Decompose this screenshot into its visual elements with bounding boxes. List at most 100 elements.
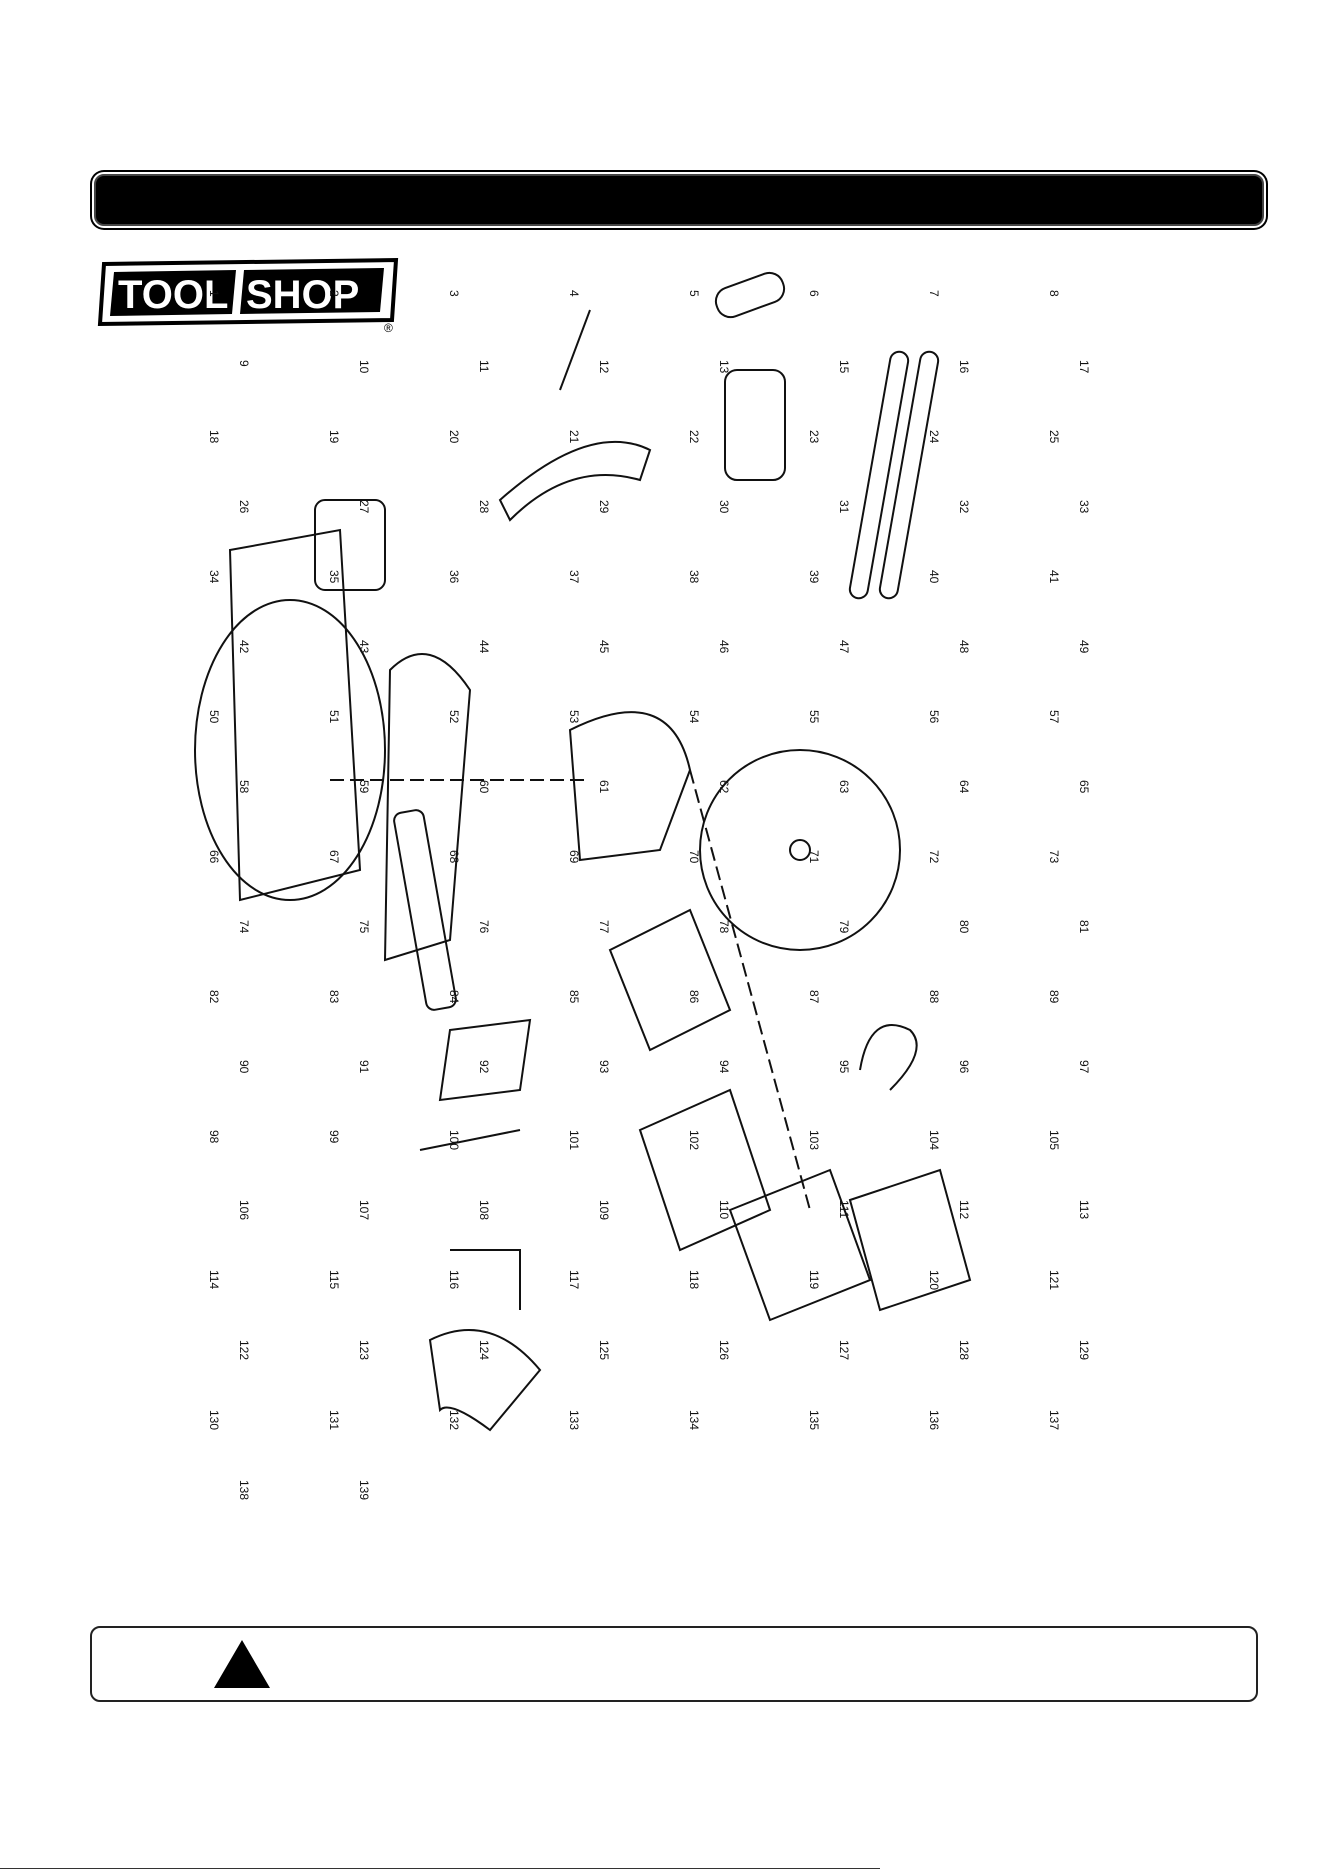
part-number-label: 55 xyxy=(807,710,821,724)
part-number-label: 59 xyxy=(357,780,371,794)
part-number-label: 68 xyxy=(447,850,461,864)
part-number-label: 75 xyxy=(357,920,371,934)
part-number-label: 130 xyxy=(207,1410,221,1430)
part-number-label: 104 xyxy=(927,1130,941,1150)
base-casting xyxy=(228,528,362,902)
logo-text-right: SHOP xyxy=(246,273,359,317)
part-number-label: 67 xyxy=(327,850,341,864)
part-number-label: 128 xyxy=(957,1340,971,1360)
part-number-label: 77 xyxy=(597,920,611,934)
part-number-label: 7 xyxy=(927,290,941,297)
part-number-label: 57 xyxy=(1047,710,1061,724)
part-number-label: 108 xyxy=(477,1200,491,1220)
part-number-label: 47 xyxy=(837,640,851,654)
part-number-label: 21 xyxy=(567,430,581,444)
part-number-label: 49 xyxy=(1077,640,1091,654)
part-number-label: 138 xyxy=(237,1480,251,1500)
part-number-label: 139 xyxy=(357,1480,371,1500)
footer-rule xyxy=(0,1868,880,1869)
part-number-label: 79 xyxy=(837,920,851,934)
part-number-label: 127 xyxy=(837,1340,851,1360)
part-number-label: 46 xyxy=(717,640,731,654)
blade-arbor-hole xyxy=(789,839,811,861)
part-number-label: 12 xyxy=(597,360,611,374)
part-number-label: 117 xyxy=(567,1270,581,1289)
header-bar xyxy=(94,174,1264,226)
part-number-label: 44 xyxy=(477,640,491,654)
part-number-label: 66 xyxy=(207,850,221,864)
part-number-label: 88 xyxy=(927,990,941,1004)
part-number-label: 20 xyxy=(447,430,461,444)
part-number-label: 124 xyxy=(477,1340,491,1360)
part-number-label: 6 xyxy=(807,290,821,297)
part-number-label: 64 xyxy=(957,780,971,794)
part-number-label: 72 xyxy=(927,850,941,864)
part-number-label: 136 xyxy=(927,1410,941,1430)
part-number-label: 99 xyxy=(327,1130,341,1144)
part-number-label: 112 xyxy=(957,1200,971,1219)
part-number-label: 116 xyxy=(447,1270,461,1289)
part-number-label: 73 xyxy=(1047,850,1061,864)
part-number-label: 121 xyxy=(1047,1270,1061,1290)
diagram-line-art xyxy=(194,271,972,1432)
part-number-label: 48 xyxy=(957,640,971,654)
part-number-label: 92 xyxy=(477,1060,491,1074)
part-number-label: 58 xyxy=(237,780,251,794)
part-number-label: 113 xyxy=(1077,1200,1091,1219)
part-number-label: 111 xyxy=(837,1200,851,1219)
handle-grip xyxy=(848,1168,972,1312)
upper-blade-guard xyxy=(498,440,652,522)
warning-triangle-icon xyxy=(214,1640,270,1688)
part-number-label: 93 xyxy=(597,1060,611,1074)
part-number-label: 69 xyxy=(567,850,581,864)
part-number-label: 13 xyxy=(717,360,731,374)
fence-plate xyxy=(314,499,386,591)
part-number-label: 76 xyxy=(477,920,491,934)
part-number-label: 60 xyxy=(477,780,491,794)
part-number-label: 110 xyxy=(717,1200,731,1219)
part-number-label: 70 xyxy=(687,850,701,864)
part-number-label: 102 xyxy=(687,1130,701,1150)
slide-rail-2 xyxy=(878,350,940,600)
part-number-label: 65 xyxy=(1077,780,1091,794)
part-number-label: 42 xyxy=(237,640,251,654)
dust-bag xyxy=(428,1329,542,1432)
part-number-label: 120 xyxy=(927,1270,941,1290)
part-number-label: 109 xyxy=(597,1200,611,1220)
part-number-label: 32 xyxy=(957,500,971,514)
part-number-label: 71 xyxy=(807,850,821,864)
part-number-label: 17 xyxy=(1077,360,1091,374)
part-number-label: 41 xyxy=(1047,570,1061,584)
part-number-label: 33 xyxy=(1077,500,1091,514)
part-number-label: 31 xyxy=(837,500,851,514)
part-number-label: 95 xyxy=(837,1060,851,1074)
part-number-label: 19 xyxy=(327,430,341,444)
part-number-label: 125 xyxy=(597,1340,611,1360)
part-number-label: 118 xyxy=(687,1270,701,1289)
part-number-label: 119 xyxy=(807,1270,821,1289)
part-number-label: 114 xyxy=(207,1270,221,1289)
part-number-label: 96 xyxy=(957,1060,971,1074)
part-number-label: 103 xyxy=(807,1130,821,1150)
pivot-housing xyxy=(724,369,786,481)
part-number-label: 45 xyxy=(597,640,611,654)
registered-mark: ® xyxy=(384,321,393,335)
part-number-label: 129 xyxy=(1077,1340,1091,1360)
part-number-label: 80 xyxy=(957,920,971,934)
part-number-label: 39 xyxy=(807,570,821,584)
part-number-label: 5 xyxy=(687,290,701,297)
slide-rail-1 xyxy=(848,350,910,600)
part-number-label: 86 xyxy=(687,990,701,1004)
part-number-label: 2 xyxy=(327,290,341,297)
part-number-label: 132 xyxy=(447,1410,461,1430)
part-number-label: 63 xyxy=(837,780,851,794)
part-number-label: 62 xyxy=(717,780,731,794)
part-number-label: 54 xyxy=(687,710,701,724)
part-number-label: 78 xyxy=(717,920,731,934)
part-number-label: 74 xyxy=(237,920,251,934)
part-number-label: 123 xyxy=(357,1340,371,1360)
part-number-label: 89 xyxy=(1047,990,1061,1004)
part-number-label: 82 xyxy=(207,990,221,1004)
part-number-label: 25 xyxy=(1047,430,1061,444)
